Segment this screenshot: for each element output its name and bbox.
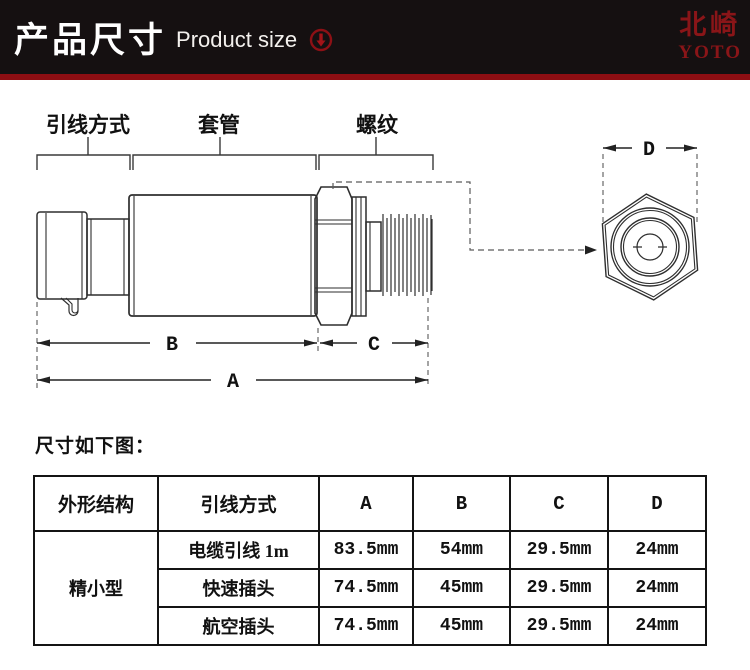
dim-label-c: C — [368, 334, 380, 357]
table-cell: 54mm — [412, 530, 511, 570]
col-header-lead-wire: 引线方式 — [157, 475, 320, 532]
table-cell: 航空插头 — [157, 606, 320, 646]
end-view: D — [601, 139, 699, 301]
col-header-structure: 外形结构 — [33, 475, 159, 532]
table-row: 精小型 电缆引线 1m 83.5mm 54mm 29.5mm 24mm — [33, 530, 707, 646]
projection-guide-dashed — [332, 181, 586, 251]
col-header-d: D — [607, 475, 707, 532]
col-header-b: B — [412, 475, 511, 532]
thread-ridges — [382, 214, 433, 296]
header-title-group: 产品尺寸 Product size — [14, 0, 333, 74]
col-header-c: C — [509, 475, 609, 532]
technical-drawing-svg: 引线方式 套管 螺纹 — [36, 113, 699, 394]
group-label-cell: 精小型 — [33, 530, 159, 646]
end-view-hex-face — [601, 193, 699, 301]
table-cell: 29.5mm — [509, 606, 609, 646]
dim-label-b: B — [166, 334, 178, 357]
table-cell: 24mm — [607, 568, 707, 608]
dimension-a: A — [37, 371, 428, 394]
down-arrow-badge-icon — [309, 28, 333, 52]
table-cell: 24mm — [607, 530, 707, 570]
label-thread: 螺纹 — [356, 113, 399, 137]
table-cell: 快速插头 — [157, 568, 320, 608]
table-cell: 29.5mm — [509, 568, 609, 608]
table-cell: 29.5mm — [509, 530, 609, 570]
brand-logo: 北崎 YOTO — [678, 10, 742, 63]
col-header-a: A — [318, 475, 414, 532]
device-side-view — [36, 186, 433, 326]
header-bar: 产品尺寸 Product size 北崎 YOTO — [0, 0, 750, 74]
table-cell: 74.5mm — [318, 568, 414, 608]
table-cell: 74.5mm — [318, 606, 414, 646]
table-cell: 45mm — [412, 568, 511, 608]
page-title-en: Product size — [176, 27, 298, 52]
brand-name-cn: 北崎 — [679, 10, 742, 40]
part-labels: 引线方式 套管 螺纹 — [46, 113, 399, 137]
label-lead-wire: 引线方式 — [46, 113, 130, 137]
table-cell: 电缆引线 1m — [157, 530, 320, 570]
brand-name-en: YOTO — [678, 42, 742, 63]
note-text: 尺寸如下图： — [35, 436, 156, 457]
dimension-drawing: 引线方式 套管 螺纹 — [0, 80, 750, 430]
dimension-b: B — [36, 302, 319, 388]
projection-arrowhead — [585, 245, 597, 255]
dimension-c: C — [320, 298, 429, 388]
table-row: 航空插头 74.5mm 45mm 29.5mm 24mm — [34, 606, 707, 646]
dim-label-a: A — [227, 371, 239, 394]
table-cell: 24mm — [607, 606, 707, 646]
table-header-row: 外形结构 引线方式 A B C D — [33, 475, 707, 532]
table-row: 快速插头 74.5mm 45mm 29.5mm 24mm — [34, 568, 707, 608]
size-table: 外形结构 引线方式 A B C D 精小型 电缆引线 1m 83.5mm 54m… — [33, 475, 707, 646]
dim-label-d: D — [643, 139, 655, 162]
part-label-brackets — [36, 137, 434, 170]
table-cell: 45mm — [412, 606, 511, 646]
header-accent-line — [0, 74, 750, 80]
page-title-cn: 产品尺寸 — [14, 20, 167, 60]
label-sleeve: 套管 — [198, 113, 240, 137]
table-cell: 83.5mm — [318, 530, 414, 570]
